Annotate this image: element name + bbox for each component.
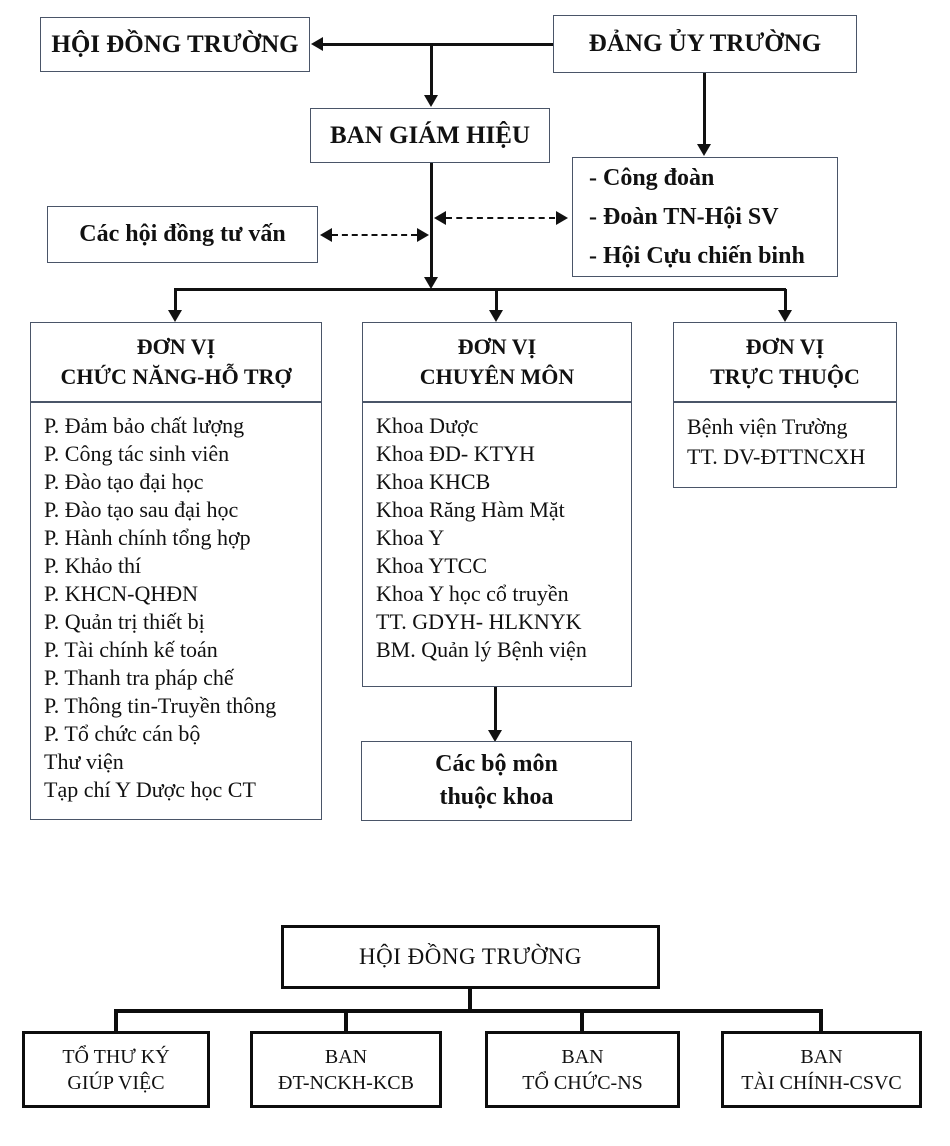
list-item: Khoa Y — [376, 525, 445, 550]
list-item: P. Hành chính tổng hợp — [44, 525, 251, 550]
box-ban-tai-chinh-csvc-line: BAN — [800, 1045, 843, 1068]
list-item: TT. DV-ĐTTNCXH — [687, 444, 866, 469]
arrowhead-cac-bo-mon — [488, 730, 502, 742]
list-truc-thuoc: Bệnh viện Trường TT. DV-ĐTTNCXH — [673, 402, 897, 488]
connector-bgh-down — [430, 163, 433, 277]
dashed-connector-tu-van — [332, 234, 417, 236]
box-hoi-dong-truong-bottom: HỘI ĐỒNG TRƯỜNG — [281, 925, 660, 989]
arrowhead-to-bgh — [424, 95, 438, 107]
box-to-thu-ky: TỔ THƯ KÝ GIÚP VIỆC — [22, 1031, 210, 1108]
box-ban-to-chuc-ns: BAN TỔ CHỨC-NS — [485, 1031, 680, 1108]
box-cac-bo-mon-line: thuộc khoa — [439, 784, 554, 810]
list-item: Khoa YTCC — [376, 553, 488, 578]
list-item: Tạp chí Y Dược học CT — [44, 777, 256, 802]
header-line: CHUYÊN MÔN — [419, 364, 575, 389]
box-ban-dt-nckh-kcb-line: BAN — [324, 1045, 368, 1068]
mass-org-item: - Công đoàn — [589, 164, 715, 191]
connector-bottom-drop-2 — [344, 1009, 348, 1031]
dashed-arrowhead-tu-van — [320, 228, 332, 242]
connector-bottom-drop-1 — [114, 1009, 118, 1031]
header-line: TRỰC THUỘC — [710, 364, 860, 389]
list-item: P. KHCN-QHĐN — [44, 581, 199, 606]
list-item: BM. Quản lý Bệnh viện — [376, 637, 587, 662]
box-hoi-dong-truong-top-label: HỘI ĐỒNG TRƯỜNG — [51, 30, 299, 58]
connector-danguy-mass — [703, 73, 706, 144]
box-ban-dt-nckh-kcb-line: ĐT-NCKH-KCB — [278, 1071, 414, 1094]
list-item: P. Đảm bảo chất lượng — [44, 413, 245, 438]
box-dang-uy-truong-label: ĐẢNG ỦY TRƯỜNG — [588, 30, 822, 57]
header-line: ĐƠN VỊ — [136, 334, 216, 359]
arrowhead-to-hoi-dong — [311, 37, 323, 51]
box-cac-hoi-dong-tu-van: Các hội đồng tư vấn — [47, 206, 318, 263]
connector-danguy-hoidong — [321, 43, 553, 46]
box-to-thu-ky-line: TỔ THƯ KÝ — [62, 1045, 170, 1068]
list-item: Bệnh viện Trường — [687, 414, 848, 439]
header-line: ĐƠN VỊ — [457, 334, 537, 359]
box-mass-organizations: - Công đoàn - Đoàn TN-Hội SV - Hội Cựu c… — [572, 157, 838, 277]
header-don-vi-chuyen-mon: ĐƠN VỊ CHUYÊN MÔN — [362, 322, 632, 402]
connector-bottom-distribution — [114, 1009, 823, 1013]
connector-drop-left — [174, 289, 177, 311]
list-item: P. Tài chính kế toán — [44, 637, 218, 662]
list-chuc-nang-ho-tro: P. Đảm bảo chất lượng P. Công tác sinh v… — [30, 402, 322, 820]
connector-bottom-drop-4 — [819, 1009, 823, 1031]
list-item: Khoa KHCB — [376, 469, 491, 494]
box-cac-hoi-dong-tu-van-label: Các hội đồng tư vấn — [79, 221, 286, 247]
connector-bottom-drop-3 — [580, 1009, 584, 1031]
list-item: P. Đào tạo sau đại học — [44, 497, 239, 522]
connector-down-bgh — [430, 44, 433, 96]
list-item: P. Công tác sinh viên — [44, 441, 230, 466]
box-ban-tai-chinh-csvc: BAN TÀI CHÍNH-CSVC — [721, 1031, 922, 1108]
arrowhead-col-right — [778, 310, 792, 322]
box-cac-bo-mon: Các bộ môn thuộc khoa — [361, 741, 632, 821]
list-item: P. Thông tin-Truyền thông — [44, 693, 277, 718]
list-item: Khoa ĐD- KTYH — [376, 441, 535, 466]
dashed-arrowhead-central-left — [417, 228, 429, 242]
box-ban-to-chuc-ns-line: BAN — [561, 1045, 604, 1068]
connector-bottom-root — [468, 989, 472, 1009]
list-item: Khoa Y học cổ truyền — [376, 581, 569, 606]
box-dang-uy-truong: ĐẢNG ỦY TRƯỜNG — [553, 15, 857, 73]
connector-to-cac-bo-mon — [494, 687, 497, 731]
box-hoi-dong-truong-bottom-label: HỘI ĐỒNG TRƯỜNG — [359, 944, 582, 969]
dashed-connector-mass — [446, 217, 555, 219]
box-cac-bo-mon-line: Các bộ môn — [435, 751, 558, 777]
connector-distribution — [174, 288, 786, 291]
box-ban-giam-hieu-label: BAN GIÁM HIỆU — [329, 121, 530, 149]
box-ban-to-chuc-ns-line: TỔ CHỨC-NS — [522, 1071, 643, 1094]
list-item: P. Khảo thí — [44, 553, 142, 578]
header-don-vi-truc-thuoc: ĐƠN VỊ TRỰC THUỘC — [673, 322, 897, 402]
arrowhead-col-left — [168, 310, 182, 322]
list-item: TT. GDYH- HLKNYK — [376, 609, 582, 634]
list-chuyen-mon: Khoa Dược Khoa ĐD- KTYH Khoa KHCB Khoa R… — [362, 402, 632, 687]
box-hoi-dong-truong-top: HỘI ĐỒNG TRƯỜNG — [40, 17, 310, 72]
header-line: ĐƠN VỊ — [745, 334, 825, 359]
box-ban-dt-nckh-kcb: BAN ĐT-NCKH-KCB — [250, 1031, 442, 1108]
dashed-arrowhead-mass — [556, 211, 568, 225]
arrowhead-to-mass — [697, 144, 711, 156]
list-item: P. Thanh tra pháp chế — [44, 665, 234, 690]
list-item: Khoa Dược — [376, 413, 479, 438]
list-item: P. Quản trị thiết bị — [44, 609, 205, 634]
list-item: Thư viện — [44, 749, 124, 774]
header-don-vi-chuc-nang: ĐƠN VỊ CHỨC NĂNG-HỖ TRỢ — [30, 322, 322, 402]
list-item: Khoa Răng Hàm Mặt — [376, 497, 565, 522]
box-ban-giam-hieu: BAN GIÁM HIỆU — [310, 108, 550, 163]
connector-drop-right — [784, 289, 787, 311]
list-item: P. Tổ chức cán bộ — [44, 721, 201, 746]
connector-drop-mid — [495, 289, 498, 311]
dashed-arrowhead-central-right — [434, 211, 446, 225]
mass-org-item: - Đoàn TN-Hội SV — [589, 203, 779, 230]
mass-org-item: - Hội Cựu chiến binh — [589, 242, 805, 269]
header-line: CHỨC NĂNG-HỖ TRỢ — [60, 364, 292, 389]
arrowhead-to-distribution — [424, 277, 438, 289]
arrowhead-col-mid — [489, 310, 503, 322]
box-ban-tai-chinh-csvc-line: TÀI CHÍNH-CSVC — [741, 1071, 902, 1094]
box-to-thu-ky-line: GIÚP VIỆC — [67, 1071, 165, 1094]
list-item: P. Đào tạo đại học — [44, 469, 204, 494]
